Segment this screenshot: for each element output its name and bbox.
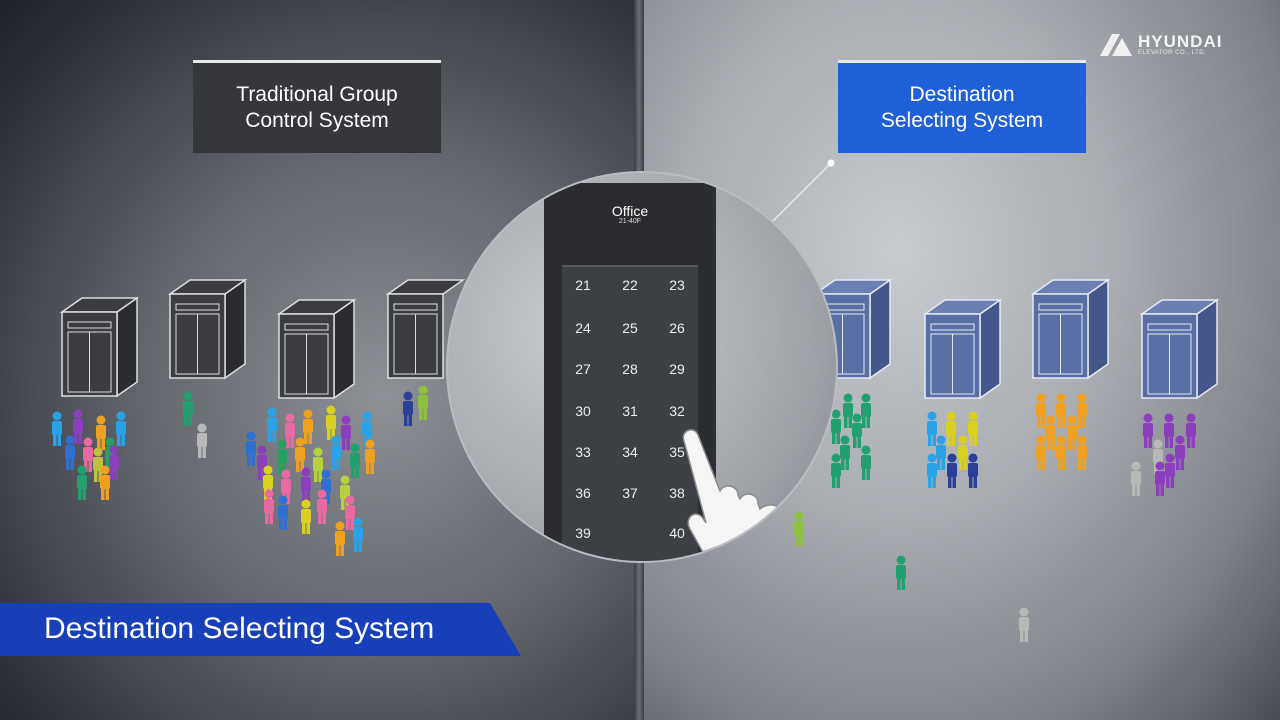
banner-caption: Destination Selecting System — [44, 612, 435, 645]
destination-title-line2: Selecting System — [880, 109, 1044, 132]
floor-key-21[interactable]: 21 — [575, 277, 591, 293]
floor-key-25[interactable]: 25 — [622, 320, 638, 336]
destination-keypad: Office 21-40F 21 22 23 24 25 26 27 28 29 30 31 32 33… — [544, 183, 716, 561]
floor-key-29[interactable]: 29 — [669, 361, 685, 377]
traditional-system-title: Traditional Group Control System — [193, 60, 441, 153]
keypad-title: Office — [611, 203, 649, 219]
floor-key-30[interactable]: 30 — [575, 403, 591, 419]
keypad-floor-range: 21-40F — [618, 218, 642, 225]
left-elevator-2 — [167, 278, 248, 380]
right-crowd — [794, 393, 1196, 642]
traditional-title-line2: Control System — [245, 109, 389, 132]
floor-key-33[interactable]: 33 — [575, 444, 591, 460]
floor-key-37[interactable]: 37 — [622, 485, 638, 501]
floor-key-34[interactable]: 34 — [622, 444, 638, 460]
right-elevator-2 — [922, 298, 1003, 400]
traditional-title-line1: Traditional Group — [236, 83, 398, 106]
left-crowd — [52, 385, 428, 556]
floor-key-27[interactable]: 27 — [575, 361, 591, 377]
keypad-header: Office 21-40F — [562, 183, 698, 267]
floor-key-36[interactable]: 36 — [575, 485, 591, 501]
right-elevator-3 — [1030, 278, 1111, 380]
destination-system-title: Destination Selecting System — [838, 60, 1086, 153]
floor-key-40[interactable]: 40 — [669, 525, 685, 541]
hyundai-logo: HYUNDAI ELEVATOR CO., LTD. — [1098, 32, 1238, 60]
floor-key-32[interactable]: 32 — [669, 403, 685, 419]
logo-brand: HYUNDAI — [1138, 32, 1223, 51]
logo-subtitle: ELEVATOR CO., LTD. — [1138, 50, 1207, 56]
destination-title-line1: Destination — [909, 83, 1015, 106]
callout-line — [771, 162, 832, 223]
floor-key-26[interactable]: 26 — [669, 320, 685, 336]
callout-dot — [827, 159, 835, 167]
floor-key-31[interactable]: 31 — [622, 403, 638, 419]
left-elevator-3 — [276, 298, 357, 400]
floor-key-35[interactable]: 35 — [669, 444, 685, 460]
floor-key-39[interactable]: 39 — [575, 525, 591, 541]
banner-shape — [0, 603, 521, 656]
left-elevator-1 — [59, 296, 140, 398]
keypad-magnifier: Office 21-40F 21 22 23 24 25 26 27 28 29 30 31 32 33… — [446, 171, 838, 563]
right-elevator-4 — [1139, 298, 1220, 400]
floor-key-28[interactable]: 28 — [622, 361, 638, 377]
hyundai-logo-icon — [1100, 34, 1132, 56]
floor-key-24[interactable]: 24 — [575, 320, 591, 336]
hand-pointer-icon — [682, 429, 783, 561]
floor-key-22[interactable]: 22 — [622, 277, 638, 293]
floor-key-38[interactable]: 38 — [669, 485, 685, 501]
floor-key-23[interactable]: 23 — [669, 277, 685, 293]
left-elevator-4 — [385, 279, 466, 379]
